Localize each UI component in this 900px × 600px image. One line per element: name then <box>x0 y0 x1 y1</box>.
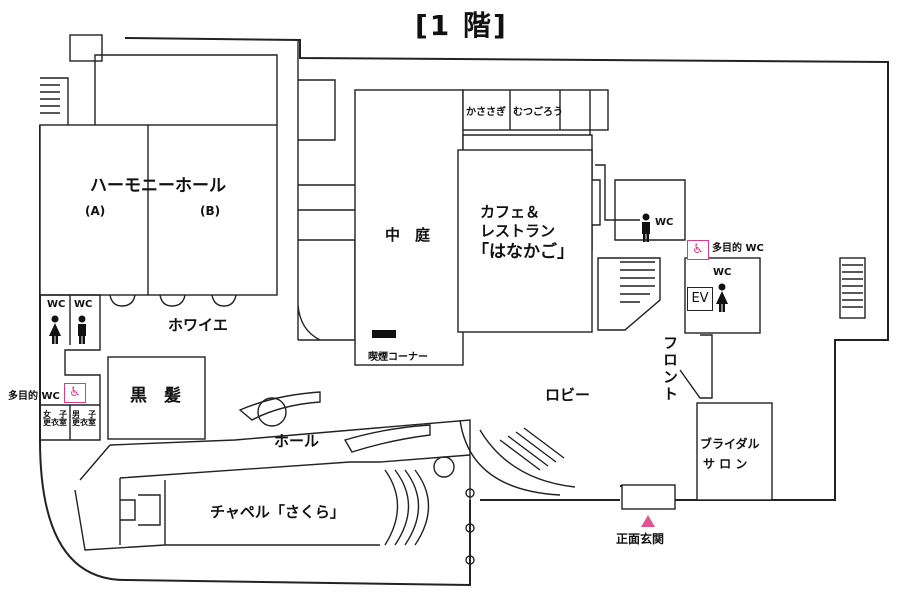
cafe-label-1: カフェ＆ <box>480 203 541 221</box>
male-wc-icon <box>76 315 88 345</box>
lobby-curve <box>459 419 576 496</box>
chapel-seating <box>384 469 430 546</box>
harmony-hall-label: ハーモニーホール <box>90 176 226 196</box>
male-wc-icon <box>640 213 652 243</box>
stair-box <box>69 34 103 62</box>
cafe-label-3: 「はなかご」 <box>472 242 574 262</box>
hall-label: ホール <box>274 432 320 450</box>
lobby-pillar <box>433 456 455 478</box>
stairs-center <box>597 257 661 331</box>
multi-wc-label-right: 多目的 WC <box>712 243 764 254</box>
floor-title: [1 階] <box>415 9 508 42</box>
harmony-backwall <box>94 54 278 125</box>
stair-top-left <box>40 77 69 125</box>
women-dressing-room-label: 女 子 更衣室 <box>43 410 67 428</box>
elevator: EV <box>687 287 713 311</box>
stair-right <box>839 257 866 319</box>
bridal-label-1: ブライダル <box>700 437 760 451</box>
main-entrance-label: 正面玄関 <box>616 532 665 546</box>
kurokami-room <box>107 356 206 440</box>
courtyard-room <box>354 89 464 366</box>
left-wc-blocks <box>40 294 101 441</box>
harmony-doors <box>109 294 237 307</box>
hall-pillar <box>257 397 287 427</box>
chapel-label: チャペル「さくら」 <box>210 503 345 521</box>
hall-stairs <box>238 391 431 453</box>
female-wc-icon <box>715 283 729 313</box>
kurokami-label: 黒 髪 <box>130 386 181 406</box>
female-wc-icon <box>48 315 62 345</box>
shops-row <box>462 89 609 131</box>
courtyard-label: 中 庭 <box>385 226 431 244</box>
chapel-outline <box>74 419 471 551</box>
wc-block <box>595 164 686 241</box>
lobby-stairs <box>499 427 565 471</box>
harmony-a-label: (A) <box>85 204 106 218</box>
shop-mutsugorou-label: むつごろう <box>513 107 563 118</box>
entrance-arrow-icon <box>641 515 655 527</box>
building-outline <box>39 37 889 587</box>
service-rooms <box>297 40 356 341</box>
men-dressing-room-label: 男 子 更衣室 <box>72 410 96 428</box>
smoking-corner-label: 喫煙コーナー <box>368 352 428 363</box>
lobby-label: ロビー <box>545 386 591 404</box>
multi-wc-label-left: 多目的 WC <box>8 391 60 402</box>
smoking-icon <box>372 330 396 338</box>
front-counter <box>679 334 713 399</box>
shop-kasasagi-label: かささぎ <box>466 107 506 118</box>
bridal-label-2: サ ロ ン <box>703 457 748 471</box>
wc-label-right-2: WC <box>713 267 732 278</box>
wheelchair-icon: ♿ <box>64 383 86 403</box>
main-entrance-door <box>621 484 676 510</box>
front-desk-label: フロント <box>661 335 679 403</box>
wc-label-left-2: WC <box>74 299 93 310</box>
chapel-stage <box>120 494 161 526</box>
foyer-label: ホワイエ <box>168 316 228 334</box>
bridal-salon-room <box>696 402 773 501</box>
cafe-label-2: レストラン <box>480 222 556 240</box>
harmony-hall-room <box>39 124 278 296</box>
wc-label-right-1: WC <box>655 217 674 228</box>
wc-label-left-1: WC <box>47 299 66 310</box>
harmony-b-label: (B) <box>200 204 221 218</box>
wheelchair-icon: ♿ <box>687 240 709 260</box>
cafe-inner <box>457 149 593 333</box>
